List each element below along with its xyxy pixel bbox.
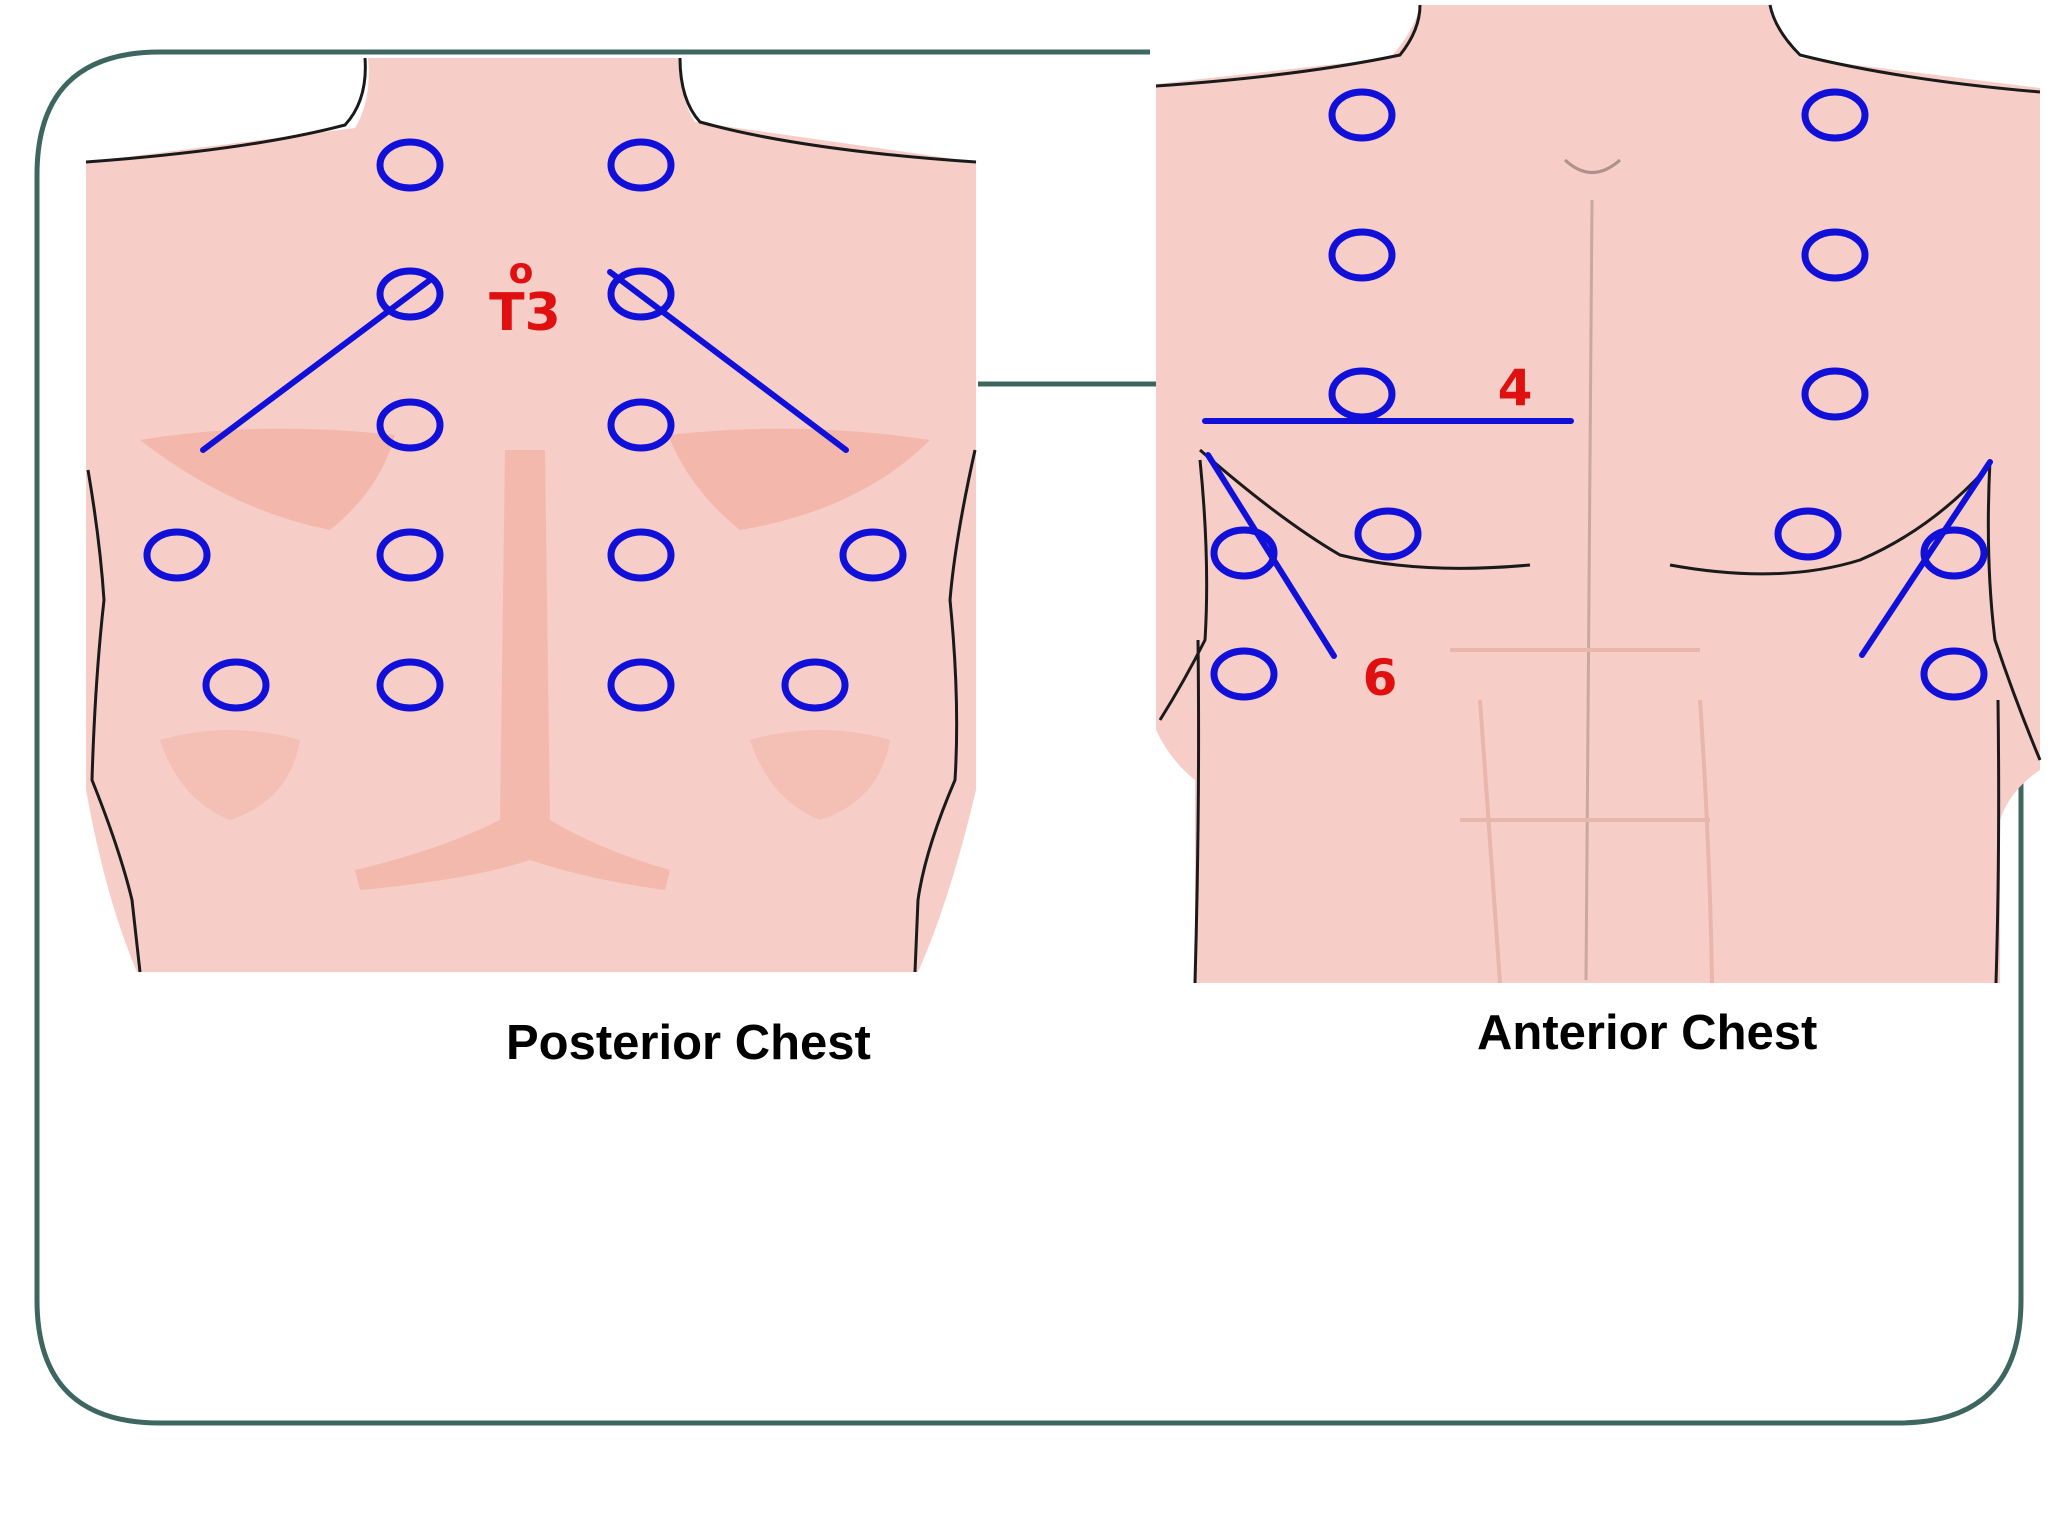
anterior-auscultation-point-icon bbox=[1328, 228, 1396, 282]
anterior-auscultation-point-icon bbox=[1328, 88, 1396, 142]
abdominal-shade bbox=[1450, 648, 1714, 984]
rib-label-6: 6 bbox=[1363, 649, 1398, 707]
posterior-auscultation-point-icon bbox=[607, 658, 675, 712]
posterior-auscultation-point-icon bbox=[376, 267, 444, 321]
posterior-auscultation-point-icon bbox=[607, 398, 675, 452]
posterior-chest-caption: Posterior Chest bbox=[506, 1016, 871, 1070]
posterior-right-side-outline bbox=[913, 449, 977, 973]
anterior-chest-caption: Anterior Chest bbox=[1477, 1006, 1818, 1060]
posterior-neck-shoulder-outline bbox=[85, 57, 977, 164]
lower-right-shade bbox=[750, 730, 890, 820]
anterior-auscultation-point-icon bbox=[1354, 507, 1422, 561]
posterior-auscultation-point-icon bbox=[607, 528, 675, 582]
posterior-auscultation-point-icon bbox=[376, 658, 444, 712]
vertebra-label-t3: T3 bbox=[489, 283, 561, 343]
anterior-chest-figure: 4 6 bbox=[1155, 4, 2042, 984]
posterior-auscultation-point-icon bbox=[607, 267, 675, 321]
spine-shade bbox=[355, 450, 670, 890]
vertebra-marker: o bbox=[509, 251, 534, 292]
anterior-auscultation-point-icon bbox=[1801, 367, 1869, 421]
right-pectoral-outline bbox=[1669, 468, 1987, 576]
anterior-auscultation-point-icon bbox=[1920, 647, 1988, 701]
anterior-torso-skin bbox=[1156, 5, 2040, 983]
posterior-right-diagonal-line bbox=[607, 269, 849, 453]
posterior-left-diagonal-line bbox=[200, 277, 433, 453]
right-arm-outline bbox=[1986, 459, 2042, 984]
slide-frame bbox=[34, 49, 2024, 1426]
posterior-chest-figure: o T3 bbox=[85, 57, 977, 973]
anterior-auscultation-point-icon bbox=[1210, 526, 1278, 580]
left-scapula-shade bbox=[140, 428, 395, 530]
posterior-left-side-outline bbox=[86, 469, 142, 973]
clavicle-notch bbox=[1563, 158, 1621, 174]
anterior-auscultation-point-icon bbox=[1920, 526, 1988, 580]
right-scapula-shade bbox=[668, 428, 930, 530]
anterior-auscultation-point-icon bbox=[1801, 88, 1869, 142]
anterior-auscultation-point-icon bbox=[1210, 647, 1278, 701]
shoulder-outline bbox=[1155, 4, 2041, 94]
posterior-auscultation-point-icon bbox=[376, 138, 444, 192]
posterior-auscultation-point-icon bbox=[202, 658, 270, 712]
rib-label-4: 4 bbox=[1498, 359, 1533, 417]
anterior-auscultation-point-icon bbox=[1328, 367, 1396, 421]
lower-left-shade bbox=[160, 730, 300, 820]
posterior-auscultation-point-icon bbox=[839, 528, 907, 582]
posterior-auscultation-point-icon bbox=[781, 658, 849, 712]
posterior-auscultation-point-icon bbox=[376, 528, 444, 582]
sternum-line bbox=[1584, 199, 1594, 981]
posterior-auscultation-point-icon bbox=[143, 528, 211, 582]
left-pectoral-outline bbox=[1199, 448, 1531, 570]
anterior-auscultation-point-icon bbox=[1801, 228, 1869, 282]
left-arm-outline bbox=[1158, 459, 1209, 984]
anterior-auscultation-point-icon bbox=[1774, 507, 1842, 561]
posterior-auscultation-point-icon bbox=[376, 398, 444, 452]
posterior-auscultation-point-icon bbox=[607, 138, 675, 192]
